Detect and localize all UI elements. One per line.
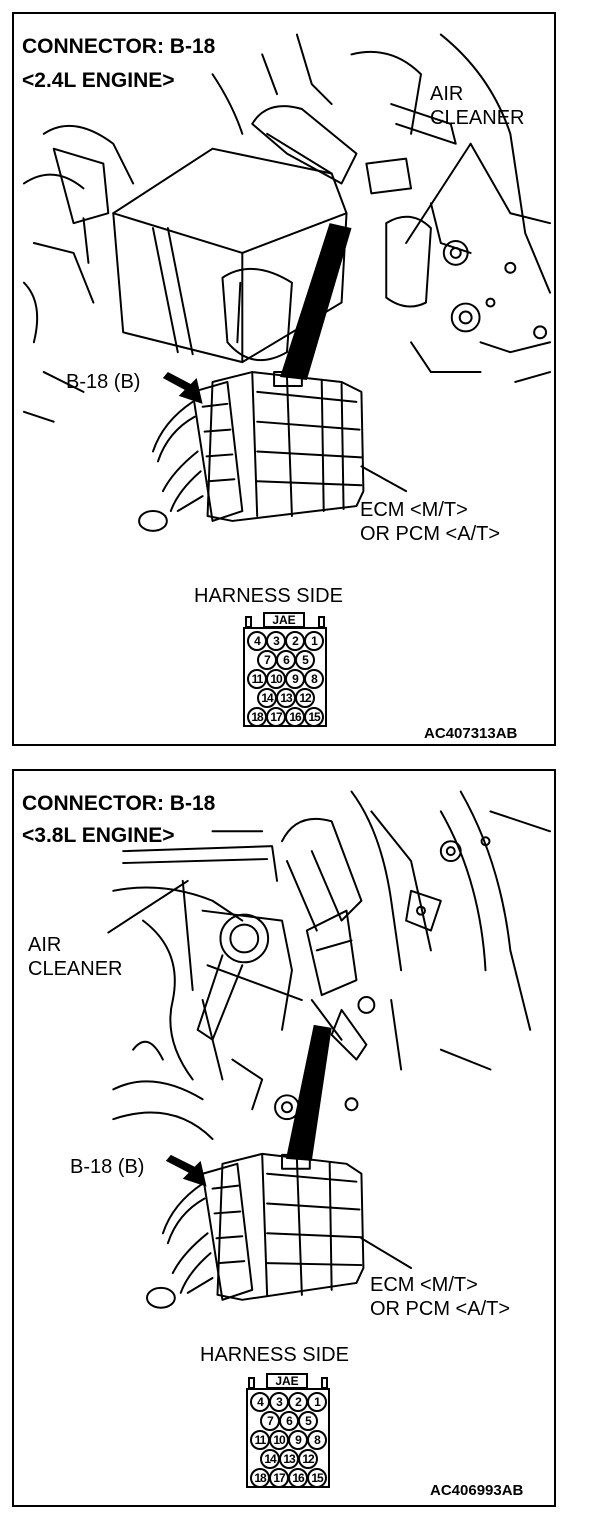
pin-4: 4 <box>250 1392 270 1412</box>
connector-body: 4 3 2 1 7 6 5 11 10 9 8 14 13 12 18 17 1… <box>243 627 327 727</box>
connector-callout-label: B-18 (B) <box>70 1156 145 1178</box>
pin-15: 15 <box>307 1468 327 1488</box>
pin-12: 12 <box>295 688 315 708</box>
connector-body: 4 3 2 1 7 6 5 11 10 9 8 14 13 12 18 17 1… <box>246 1388 330 1488</box>
diagram-panel-3-8l: CONNECTOR: B-18 <3.8L ENGINE> AIR CLEANE… <box>12 769 556 1507</box>
pin-13: 13 <box>279 1449 299 1469</box>
diagram-panel-2-4l: CONNECTOR: B-18 <2.4L ENGINE> AIR CLEANE… <box>12 12 556 746</box>
pin-2: 2 <box>288 1392 308 1412</box>
connector-brand-label: JAE <box>263 612 305 628</box>
pin-16: 16 <box>285 707 305 727</box>
engine-bay-illustration <box>107 790 552 1309</box>
connector-pinout: 4 3 2 1 7 6 5 11 10 9 8 14 13 12 18 17 1… <box>243 612 327 730</box>
harness-side-label: HARNESS SIDE <box>200 1344 349 1366</box>
pin-18: 18 <box>247 707 267 727</box>
ecm-label-line1: ECM <M/T> <box>370 1274 478 1296</box>
pin-17: 17 <box>266 707 286 727</box>
pin-9: 9 <box>285 669 305 689</box>
pin-14: 14 <box>260 1449 280 1469</box>
pin-6: 6 <box>279 1411 299 1431</box>
pin-10: 10 <box>266 669 286 689</box>
air-cleaner-label-line2: CLEANER <box>28 958 123 980</box>
figure-code: AC407313AB <box>424 725 518 742</box>
connector-title: CONNECTOR: B-18 <box>22 35 216 58</box>
ecm-label-line1: ECM <M/T> <box>360 499 468 521</box>
pin-9: 9 <box>288 1430 308 1450</box>
pin-13: 13 <box>276 688 296 708</box>
pin-5: 5 <box>298 1411 318 1431</box>
engine-variant-label: <2.4L ENGINE> <box>22 69 175 92</box>
pin-3: 3 <box>269 1392 289 1412</box>
connector-brand-label: JAE <box>266 1373 308 1389</box>
air-cleaner-label-line1: AIR <box>430 83 464 105</box>
pin-11: 11 <box>250 1430 270 1450</box>
pin-17: 17 <box>269 1468 289 1488</box>
engine-bay-illustration <box>22 33 552 532</box>
pin-3: 3 <box>266 631 286 651</box>
connector-title: CONNECTOR: B-18 <box>22 792 216 815</box>
connector-callout-label: B-18 (B) <box>66 371 141 393</box>
pin-7: 7 <box>260 1411 280 1431</box>
harness-side-label: HARNESS SIDE <box>194 585 343 607</box>
pin-6: 6 <box>276 650 296 670</box>
pin-8: 8 <box>307 1430 327 1450</box>
pin-1: 1 <box>304 631 324 651</box>
pin-10: 10 <box>269 1430 289 1450</box>
pin-1: 1 <box>307 1392 327 1412</box>
engine-variant-label: <3.8L ENGINE> <box>22 824 175 847</box>
pin-15: 15 <box>304 707 324 727</box>
pin-18: 18 <box>250 1468 270 1488</box>
pin-4: 4 <box>247 631 267 651</box>
pin-11: 11 <box>247 669 267 689</box>
connector-pinout: 4 3 2 1 7 6 5 11 10 9 8 14 13 12 18 17 1… <box>246 1373 330 1491</box>
pin-8: 8 <box>304 669 324 689</box>
pin-14: 14 <box>257 688 277 708</box>
pin-12: 12 <box>298 1449 318 1469</box>
pin-5: 5 <box>295 650 315 670</box>
air-cleaner-label-line1: AIR <box>28 934 62 956</box>
pin-2: 2 <box>285 631 305 651</box>
ecm-label-line2: OR PCM <A/T> <box>370 1298 511 1320</box>
ecm-label-line2: OR PCM <A/T> <box>360 523 501 545</box>
pin-7: 7 <box>257 650 277 670</box>
pin-16: 16 <box>288 1468 308 1488</box>
air-cleaner-label-line2: CLEANER <box>430 107 525 129</box>
figure-code: AC406993AB <box>430 1482 524 1499</box>
